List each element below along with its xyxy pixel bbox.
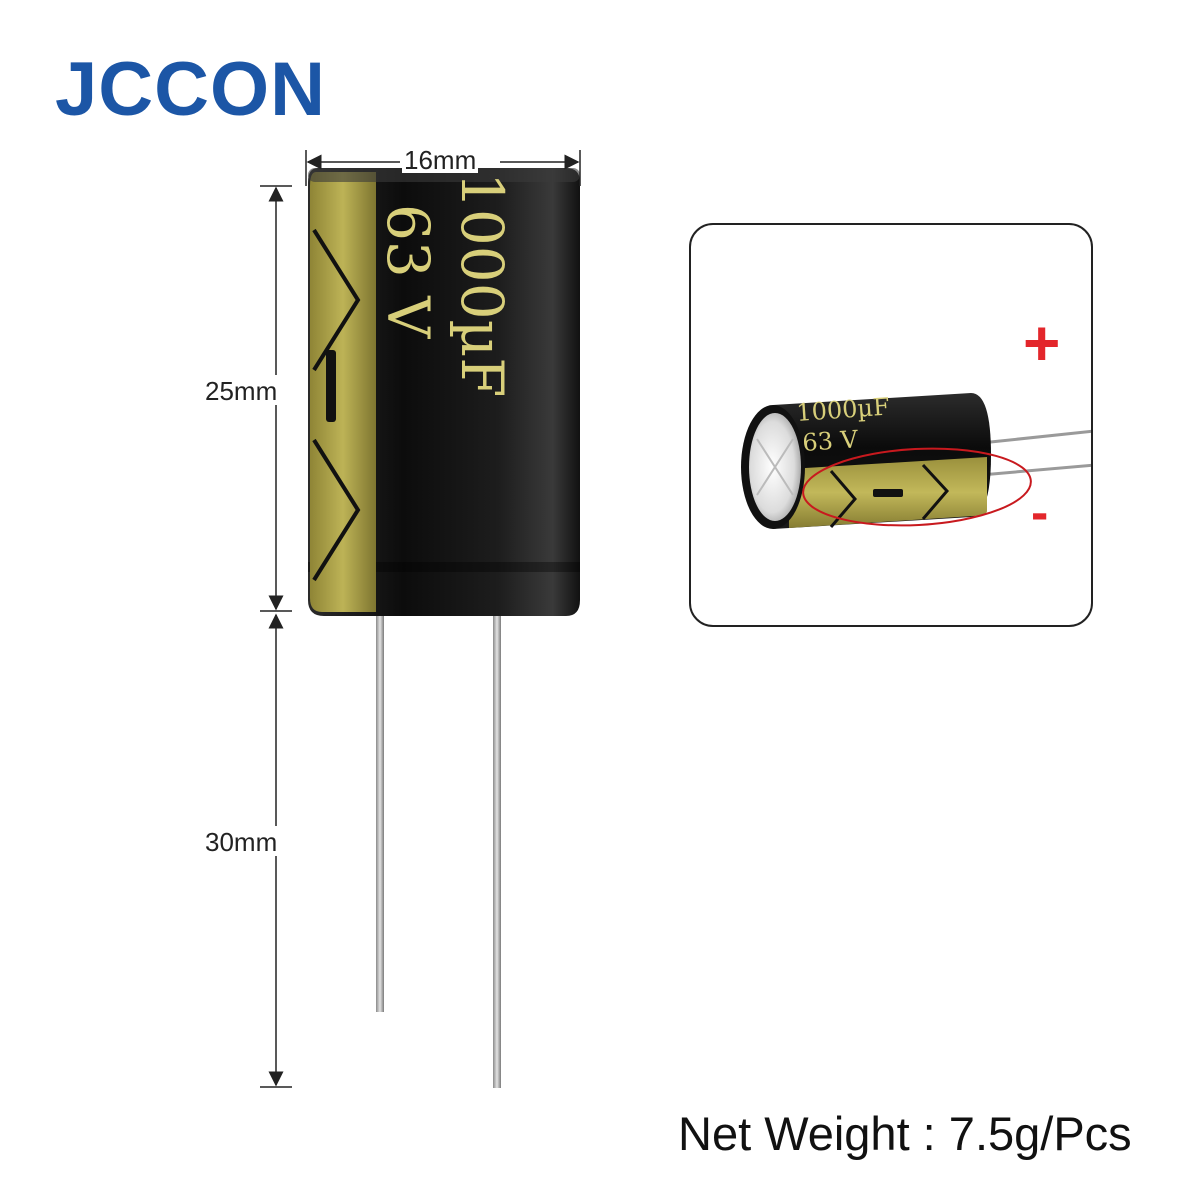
polarity-highlight-ellipse	[802, 447, 1032, 527]
inset-capacitance-marking: 1000µF	[795, 393, 890, 427]
body-height-label: 25mm	[203, 376, 280, 406]
polarity-stripe	[310, 172, 376, 612]
lead-length-label: 30mm	[203, 827, 280, 857]
negative-mark	[326, 350, 336, 422]
lead-length-dimension	[260, 613, 292, 1088]
polarity-inset-panel: 1000µF 63 V + -	[689, 223, 1093, 627]
lead-positive	[493, 612, 501, 1088]
body-height-dimension	[260, 185, 292, 612]
voltage-marking: 63 V	[374, 204, 442, 339]
lead-negative	[376, 612, 384, 1012]
width-dimension	[305, 150, 581, 186]
brand-logo: JCCON	[55, 47, 327, 132]
width-label: 16mm	[402, 145, 479, 175]
positive-polarity-sign: +	[1023, 307, 1061, 379]
capacitor-inset-image: 1000µF 63 V	[741, 393, 1091, 529]
net-weight-label: Net Weight : 7.5g/Pcs	[678, 1107, 1132, 1160]
inset-voltage-marking: 63 V	[801, 425, 859, 457]
capacitor-body	[308, 168, 580, 616]
negative-polarity-sign: -	[1031, 484, 1049, 542]
capacitance-marking: 1000µF	[448, 172, 516, 398]
